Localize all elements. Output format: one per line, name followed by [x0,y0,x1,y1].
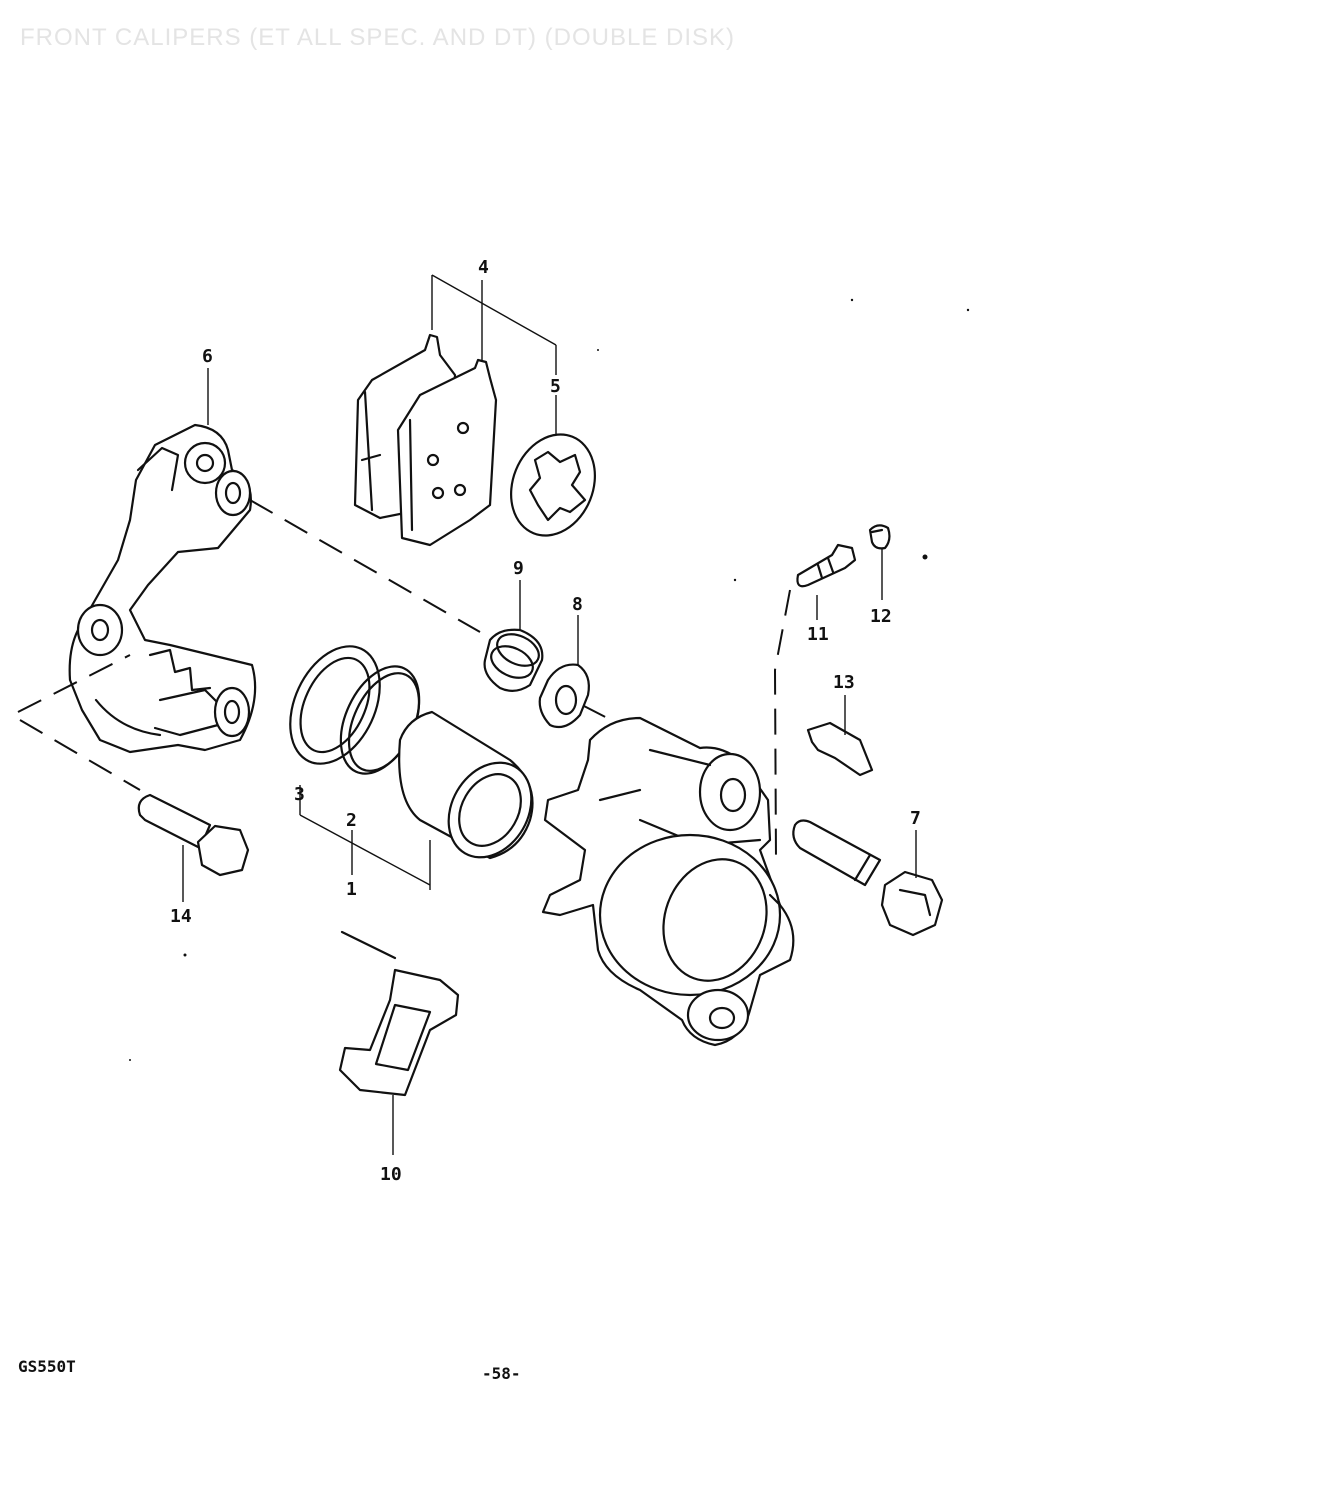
callout-7: 7 [910,808,921,829]
alignment-line-bolt-left [17,654,131,713]
page-number: -58- [482,1364,521,1383]
callout-4: 4 [478,257,489,278]
caliper-piston [398,710,534,860]
callout-3: 3 [294,784,305,805]
page-title: FRONT CALIPERS (ET ALL SPEC. AND DT) (DO… [20,24,736,51]
callout-8: 8 [572,594,583,615]
caliper-mounting-bolt [792,819,944,937]
piston-dust-seal [289,645,381,765]
caliper-boot-washer [538,663,590,729]
scan-specks [129,298,970,1061]
callout-13: 13 [833,672,855,693]
alignment-line-holder-to-boot [249,499,481,633]
callout-labels: 1 2 3 4 5 6 7 8 9 10 11 12 13 14 [170,257,921,1185]
callout-2: 2 [346,810,357,831]
callout-1: 1 [346,879,357,900]
holder-bolt [137,793,250,877]
callout-11: 11 [807,624,829,645]
dust-boot [483,628,544,692]
callout-12: 12 [870,606,892,627]
caliper-holder-bracket [68,423,257,754]
callout-9: 9 [513,558,524,579]
leader-lines [182,274,917,1155]
bleeder-valve [796,543,857,588]
callout-5: 5 [550,376,561,397]
pad-spring [806,721,874,777]
callout-14: 14 [170,906,192,927]
alignment-line-bleeder [773,589,791,861]
pad-holder [338,930,460,1097]
callout-6: 6 [202,346,213,367]
model-code: GS550T [18,1357,76,1376]
brake-pad-set [353,333,498,547]
alignment-line-bolt-diagonal [19,719,141,791]
caliper-body [541,716,795,1047]
pad-shim [510,433,596,537]
bleeder-cap [868,524,891,550]
callout-10: 10 [380,1164,402,1185]
